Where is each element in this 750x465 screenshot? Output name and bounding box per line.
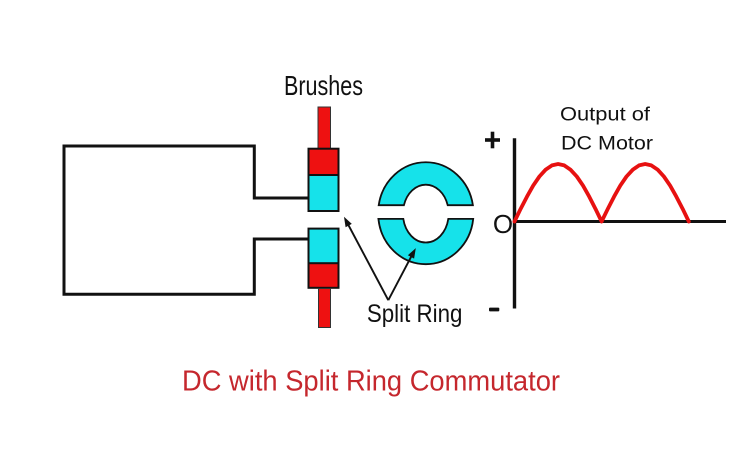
svg-text:DC Motor: DC Motor (561, 132, 654, 154)
svg-text:Split Ring: Split Ring (367, 300, 463, 328)
svg-text:O: O (493, 209, 513, 239)
svg-text:DC with Split Ring Commutator: DC with Split Ring Commutator (182, 366, 560, 398)
svg-text:Brushes: Brushes (284, 70, 363, 101)
svg-text:Output of: Output of (560, 104, 651, 126)
